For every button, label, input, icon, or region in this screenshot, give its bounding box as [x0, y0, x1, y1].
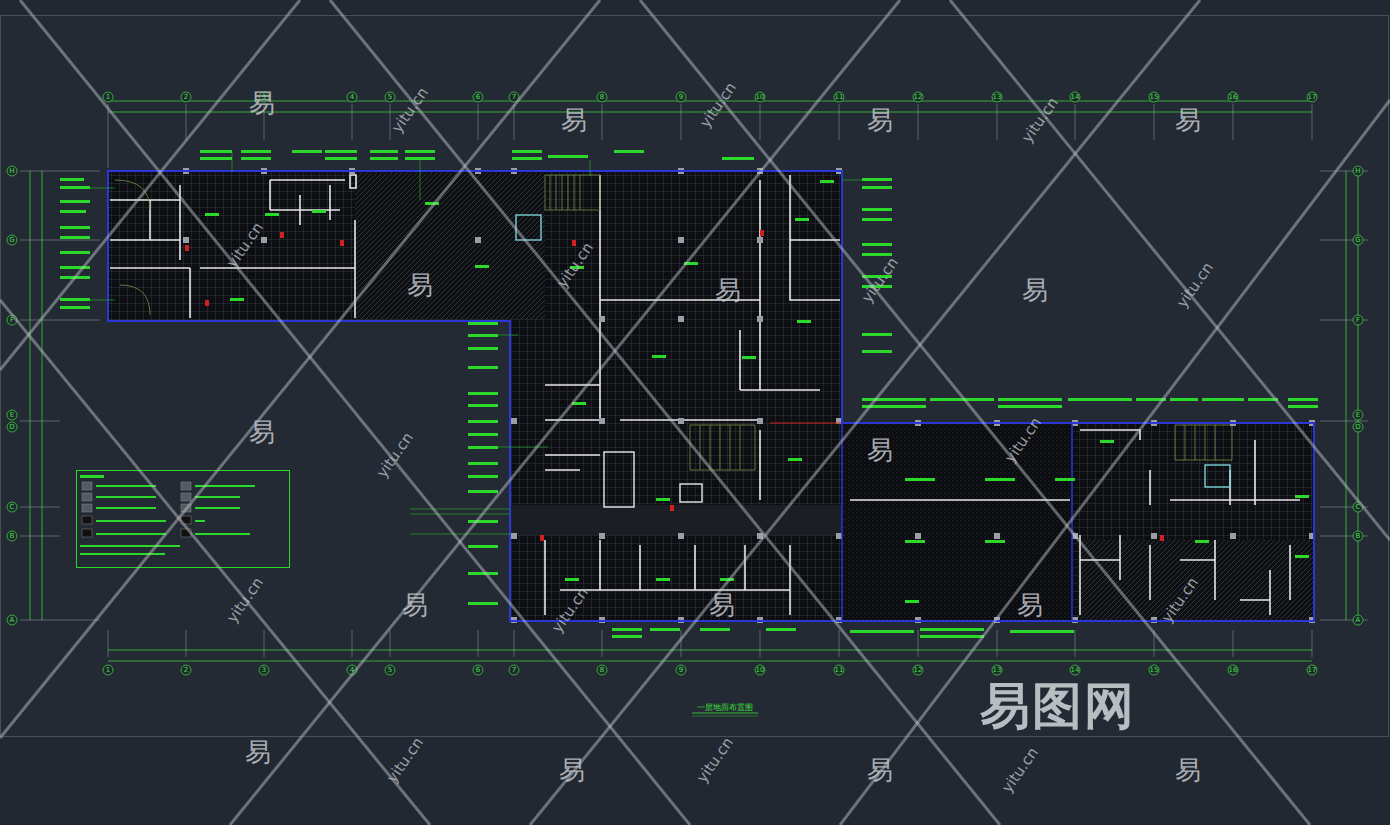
watermark-logo: 易图网 [980, 673, 1136, 740]
axis-number: 4 [350, 666, 354, 674]
watermark: 易 [1017, 588, 1043, 623]
drawing-title: 一层地面布置图 [697, 702, 753, 713]
axis-number: 4 [350, 93, 354, 101]
watermark: 易 [867, 753, 893, 788]
watermark: 易 [867, 433, 893, 468]
axis-number: 12 [914, 93, 923, 101]
axis-number: 9 [679, 666, 683, 674]
axis-number: 2 [184, 93, 188, 101]
watermark: 易 [715, 273, 741, 308]
axis-number: 10 [756, 93, 765, 101]
axis-number: 15 [1150, 666, 1159, 674]
axis-number: 6 [476, 93, 480, 101]
axis-number: 14 [1071, 93, 1080, 101]
axis-number: 9 [679, 93, 683, 101]
axis-number: 13 [993, 93, 1002, 101]
axis-letter: C [1356, 503, 1361, 511]
axis-letter: A [1356, 616, 1361, 624]
axis-number: 5 [388, 666, 392, 674]
watermark: 易 [402, 588, 428, 623]
axis-number: 16 [1229, 93, 1238, 101]
axis-number: 8 [600, 93, 604, 101]
axis-letter: E [1356, 411, 1360, 419]
axis-letter: D [1355, 423, 1360, 431]
axis-number: 15 [1150, 93, 1159, 101]
axis-number: 11 [835, 93, 844, 101]
axis-letter: H [9, 167, 14, 175]
watermark: 易 [559, 753, 585, 788]
axis-number: 11 [835, 666, 844, 674]
axis-number: 7 [512, 666, 516, 674]
axis-letter: B [1356, 532, 1361, 540]
watermark: 易 [867, 103, 893, 138]
axis-letter: F [10, 316, 14, 324]
axis-number: 10 [756, 666, 765, 674]
axis-number: 12 [914, 666, 923, 674]
watermark: 易 [1175, 103, 1201, 138]
axis-number: 6 [476, 666, 480, 674]
watermark: 易 [1022, 273, 1048, 308]
axis-letter: G [9, 236, 14, 244]
watermark: 易 [249, 415, 275, 450]
watermark: 易 [407, 268, 433, 303]
axis-letter: C [10, 503, 15, 511]
axis-letter: A [10, 616, 15, 624]
watermark: 易 [245, 735, 271, 770]
axis-number: 14 [1071, 666, 1080, 674]
axis-letter: B [10, 532, 15, 540]
watermark: 易 [1175, 753, 1201, 788]
axis-number: 3 [262, 666, 266, 674]
axis-number: 7 [512, 93, 516, 101]
axis-number: 17 [1308, 93, 1317, 101]
axis-number: 8 [600, 666, 604, 674]
watermark: 易 [709, 588, 735, 623]
axis-number: 2 [184, 666, 188, 674]
axis-letter: D [9, 423, 14, 431]
watermark: 易 [561, 103, 587, 138]
axis-number: 17 [1308, 666, 1317, 674]
axis-number: 16 [1229, 666, 1238, 674]
axis-letter: H [1355, 167, 1360, 175]
axis-letter: G [1355, 236, 1360, 244]
axis-number: 5 [388, 93, 392, 101]
watermark: 易 [249, 86, 275, 121]
axis-letter: E [10, 411, 14, 419]
axis-letter: F [1356, 316, 1360, 324]
axis-number: 13 [993, 666, 1002, 674]
axis-number: 1 [106, 93, 110, 101]
axis-number: 1 [106, 666, 110, 674]
